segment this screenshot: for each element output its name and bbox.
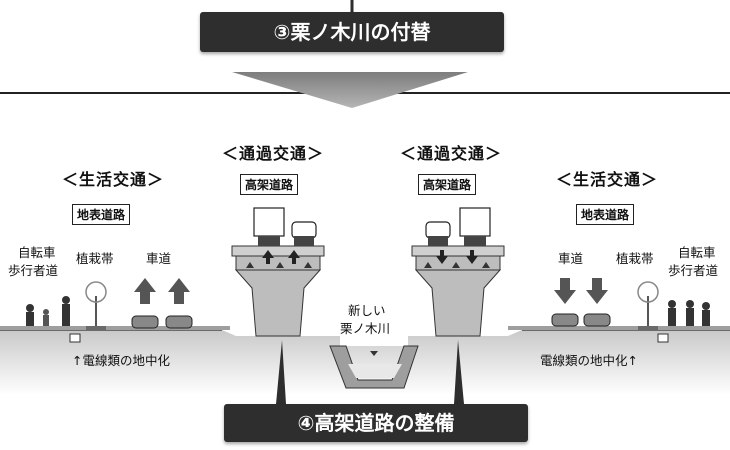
right-header: ＜生活交通＞: [556, 170, 659, 189]
left-label-planting: 植栽帯: [76, 251, 114, 266]
right-underground-label: 電線類の地中化↑: [540, 353, 638, 368]
arrow-down-icon: [466, 250, 478, 264]
left-label-bicycle-1: 自転車: [18, 245, 56, 260]
right-ground-level: [508, 278, 730, 343]
left-road-box: 地表道路: [72, 204, 131, 225]
left-ground-level: [0, 278, 230, 343]
arrow-up-icon: [134, 278, 156, 304]
ground: [0, 330, 730, 395]
river-channel: [329, 345, 419, 389]
right-label-planting: 植栽帯: [616, 251, 654, 266]
banner-bottom-title: ④高架道路の整備: [224, 404, 528, 442]
center-right-header: ＜通過交通＞: [400, 144, 503, 163]
river-label-2: 栗ノ木川: [340, 321, 391, 336]
banner-top-title: ③栗ノ木川の付替: [200, 12, 504, 52]
arrow-down-icon: [436, 250, 448, 264]
right-road-box: 地表道路: [576, 204, 635, 225]
transition-arrow: [232, 72, 468, 108]
pointer-left: [276, 340, 286, 404]
center-left-header: ＜通過交通＞: [222, 144, 325, 163]
arrow-down-icon: [586, 278, 608, 304]
left-underground-label: ↑電線類の地中化: [72, 353, 170, 368]
pointer-right: [454, 340, 464, 404]
right-label-bicycle-1: 自転車: [678, 245, 716, 260]
right-label-roadway: 車道: [558, 251, 584, 266]
left-label-roadway: 車道: [146, 251, 172, 266]
center-right-road-box: 高架道路: [418, 174, 477, 195]
flow-arrow-icon: [370, 351, 378, 356]
arrow-up-icon: [168, 278, 190, 304]
left-label-bicycle-2: 歩行者道: [8, 263, 59, 278]
right-label-bicycle-2: 歩行者道: [668, 263, 719, 278]
right-elevated-structure: [411, 207, 505, 337]
arrow-down-icon: [554, 278, 576, 304]
center-left-road-box: 高架道路: [240, 174, 299, 195]
river-water: [348, 364, 402, 378]
left-header: ＜生活交通＞: [62, 170, 165, 189]
left-elevated-structure: [231, 207, 325, 337]
river-label-1: 新しい: [348, 303, 386, 318]
arrow-up-icon: [288, 250, 300, 264]
arrow-up-icon: [262, 250, 274, 264]
